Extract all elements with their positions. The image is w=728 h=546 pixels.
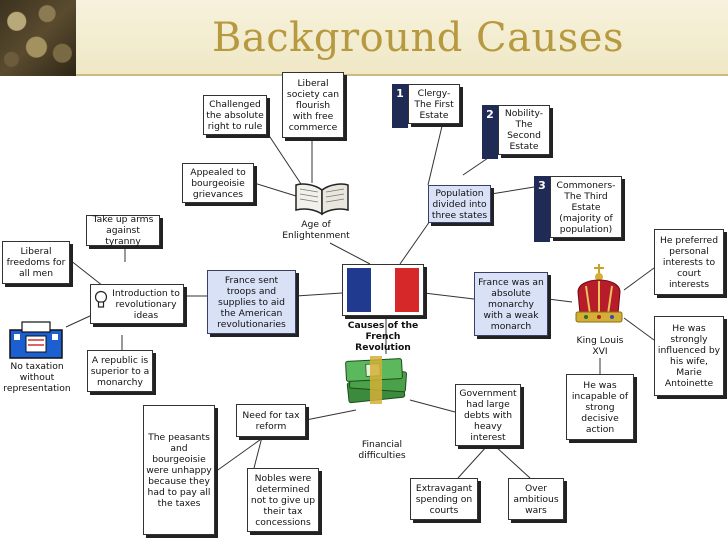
- book-icon: [295, 183, 349, 216]
- node-liberal-freedoms: Liberal freedoms for all men: [2, 241, 70, 284]
- label-financial-difficulties: Financial difficulties: [358, 439, 406, 461]
- node-preferred-interests: He preferred personal interests to court…: [654, 229, 724, 295]
- connector: [490, 186, 535, 195]
- label-no-taxation: No taxation without representation: [3, 361, 71, 394]
- connector: [547, 298, 573, 303]
- node-challenged-right: Challenged the absolute right to rule: [203, 95, 267, 135]
- node-clergy: Clergy- The First Estate: [408, 84, 460, 124]
- money-icon: [345, 356, 407, 404]
- connector: [295, 292, 343, 297]
- connector: [329, 242, 371, 265]
- connector: [494, 445, 531, 479]
- estate-1-card: 1 Clergy- The First Estate: [392, 84, 462, 128]
- label-causes-center: Causes of the French Revolution: [347, 320, 419, 353]
- connector: [399, 220, 431, 265]
- node-incapable-action: He was incapable of strong decisive acti…: [566, 374, 634, 440]
- connector: [214, 436, 265, 473]
- ballot-box-icon: [9, 321, 63, 359]
- connector: [457, 445, 488, 479]
- node-take-up-arms: Take up arms against tyranny: [86, 214, 160, 247]
- node-tax-reform: Need for tax reform: [236, 404, 306, 437]
- node-ambitious-wars: Over ambitious wars: [508, 478, 564, 520]
- node-liberal-society: Liberal society can flourish with free c…: [282, 72, 344, 138]
- connector: [305, 409, 357, 421]
- corner-photo: [0, 0, 76, 76]
- label-king-louis: King Louis XVI: [576, 335, 624, 357]
- estate-3-card: 3 Commoners- The Third Estate (majority …: [534, 176, 624, 242]
- flag-icon: [347, 268, 419, 312]
- lightbulb-icon: [94, 290, 108, 308]
- title-rule: [0, 74, 728, 76]
- french-flag-frame: [342, 264, 424, 316]
- node-absolute-monarchy: France was an absolute monarchy with a w…: [474, 272, 548, 336]
- connector: [427, 121, 444, 186]
- connector: [253, 436, 263, 469]
- slide-title: Background Causes: [212, 15, 624, 61]
- crown-icon: [575, 264, 623, 323]
- node-nobility: Nobility- The Second Estate: [498, 105, 550, 155]
- node-republic-superior: A republic is superior to a monarchy: [87, 350, 153, 392]
- node-peasants-unhappy: The peasants and bourgeoisie were unhapp…: [143, 405, 215, 535]
- connector: [423, 292, 475, 300]
- connector: [253, 182, 297, 197]
- node-france-sent-troops: France sent troops and supplies to aid t…: [207, 270, 296, 334]
- node-population-divided: Population divided into three states: [428, 185, 491, 223]
- connector: [69, 259, 104, 287]
- node-commoners: Commoners- The Third Estate (majority of…: [550, 176, 622, 238]
- estate-2-card: 2 Nobility- The Second Estate: [482, 105, 552, 159]
- estate-2-number: 2: [482, 107, 498, 122]
- label-age-of-enlightenment: Age of Enlightenment: [282, 219, 350, 241]
- node-influenced-wife: He was strongly influenced by his wife, …: [654, 316, 724, 396]
- connector: [623, 267, 655, 291]
- connector: [623, 317, 655, 341]
- node-appealed-bourgeoisie: Appealed to bourgeoisie grievances: [182, 163, 254, 203]
- connector: [462, 157, 489, 176]
- connector: [261, 124, 304, 188]
- connector: [409, 399, 456, 413]
- node-extravagant-spending: Extravagant spending on courts: [410, 478, 478, 520]
- node-nobles-concessions: Nobles were determined not to give up th…: [247, 468, 319, 532]
- node-introduction-ideas: Introduction to revolutionary ideas: [90, 284, 184, 324]
- estate-1-number: 1: [392, 86, 408, 101]
- node-government-debts: Government had large debts with heavy in…: [455, 384, 521, 446]
- title-band: [0, 0, 728, 76]
- estate-3-number: 3: [534, 178, 550, 193]
